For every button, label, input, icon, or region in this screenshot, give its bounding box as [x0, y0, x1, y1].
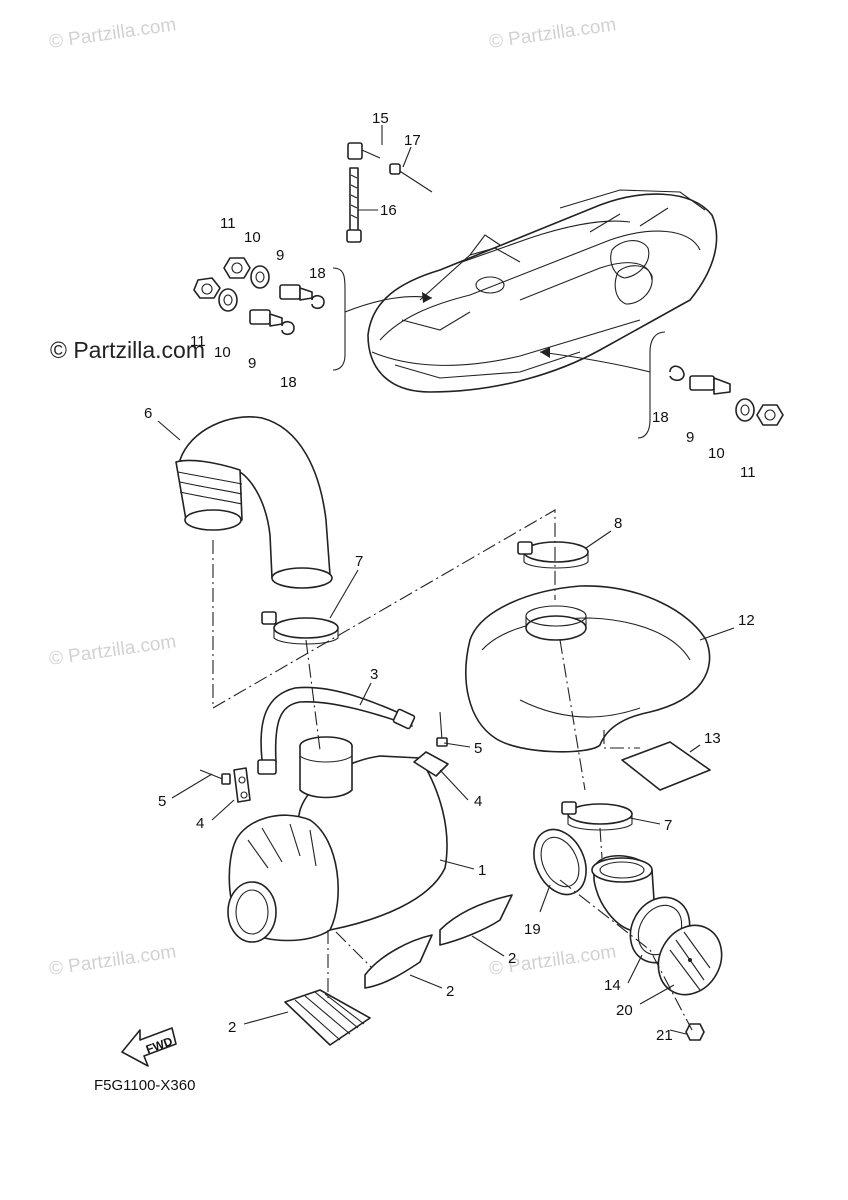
callout-11a: 11	[220, 215, 236, 232]
callout-21: 21	[656, 1027, 673, 1044]
part-13-pad	[621, 741, 711, 791]
callout-4a: 4	[474, 793, 482, 810]
callout-8: 8	[614, 515, 622, 532]
callout-14: 14	[604, 977, 621, 994]
watermark-mid-left: © Partzilla.com	[50, 337, 205, 363]
part-1-air-box	[227, 736, 448, 943]
callout-11c: 11	[740, 464, 756, 481]
part-12-resonator-tank	[465, 585, 711, 753]
callout-12: 12	[738, 612, 755, 629]
callout-10c: 10	[708, 445, 725, 462]
part-7-hose-clamp-lower	[561, 801, 633, 831]
callout-18b: 18	[280, 374, 297, 391]
fitting-assembly-right	[669, 365, 784, 426]
diagram-code: F5G1100-X360	[94, 1077, 195, 1094]
callout-9a: 9	[276, 247, 284, 264]
part-19-retainer-ring	[533, 828, 587, 896]
part-20-screen-plate	[657, 924, 723, 996]
callout-19: 19	[524, 921, 541, 938]
part-2-heat-shield-bottom	[284, 989, 371, 1046]
callout-6: 6	[144, 405, 152, 422]
callout-4b: 4	[196, 815, 204, 832]
callout-13: 13	[704, 730, 721, 747]
callout-3: 3	[370, 666, 378, 683]
part-16-cable-tie	[346, 167, 362, 243]
bracket-left	[332, 267, 346, 371]
part-4-bracket-right	[413, 751, 449, 777]
fitting-assembly-left-upper	[223, 257, 325, 310]
callout-2a: 2	[508, 950, 516, 967]
watercraft-illustration	[367, 189, 718, 393]
watermark-left-2: © Partzilla.com	[48, 631, 178, 670]
part-2-heat-shield-center	[364, 934, 433, 989]
callout-1: 1	[478, 862, 486, 879]
callout-7b: 7	[664, 817, 672, 834]
watermark-top-left: © Partzilla.com	[48, 14, 178, 53]
callout-9c: 9	[686, 429, 694, 446]
callout-18a: 18	[309, 265, 326, 282]
callout-10a: 10	[244, 229, 261, 246]
callout-7a: 7	[355, 553, 363, 570]
callout-2c: 2	[228, 1019, 236, 1036]
part-15-clamp	[347, 142, 381, 160]
callout-15: 15	[372, 110, 389, 127]
callout-5b: 5	[158, 793, 166, 810]
part-3-strap	[257, 686, 416, 775]
callout-2b: 2	[446, 983, 454, 1000]
part-4-bracket-left	[233, 767, 251, 803]
bracket-right	[637, 331, 666, 439]
forward-arrow-icon: FWD	[121, 1027, 177, 1067]
callout-17: 17	[404, 132, 421, 149]
callout-16: 16	[380, 202, 397, 219]
watermark-left-3: © Partzilla.com	[48, 941, 178, 980]
callout-9b: 9	[248, 355, 256, 372]
part-7-hose-clamp-upper	[261, 611, 339, 645]
watermark-top-right: © Partzilla.com	[488, 14, 618, 53]
part-17-pin	[389, 163, 433, 193]
leader-lines	[157, 125, 735, 1035]
part-8-hose-clamp	[517, 541, 589, 569]
part-21-nut	[685, 1023, 705, 1041]
callout-10b: 10	[214, 344, 231, 361]
part-5-bolt-right	[436, 711, 448, 747]
callout-18c: 18	[652, 409, 669, 426]
callout-11b: 11	[190, 333, 206, 350]
callout-labels: 15 17 16 11 10 9 18 11 10 9 18 18 9 10 1…	[144, 110, 756, 1044]
callout-5a: 5	[474, 740, 482, 757]
assembly-lines	[212, 509, 693, 1031]
part-6-intake-duct	[175, 416, 333, 589]
part-2-heat-shield-right	[439, 894, 513, 946]
fitting-assembly-left-lower	[193, 277, 295, 336]
callout-20: 20	[616, 1002, 633, 1019]
part-5-bolt-left	[199, 769, 231, 785]
